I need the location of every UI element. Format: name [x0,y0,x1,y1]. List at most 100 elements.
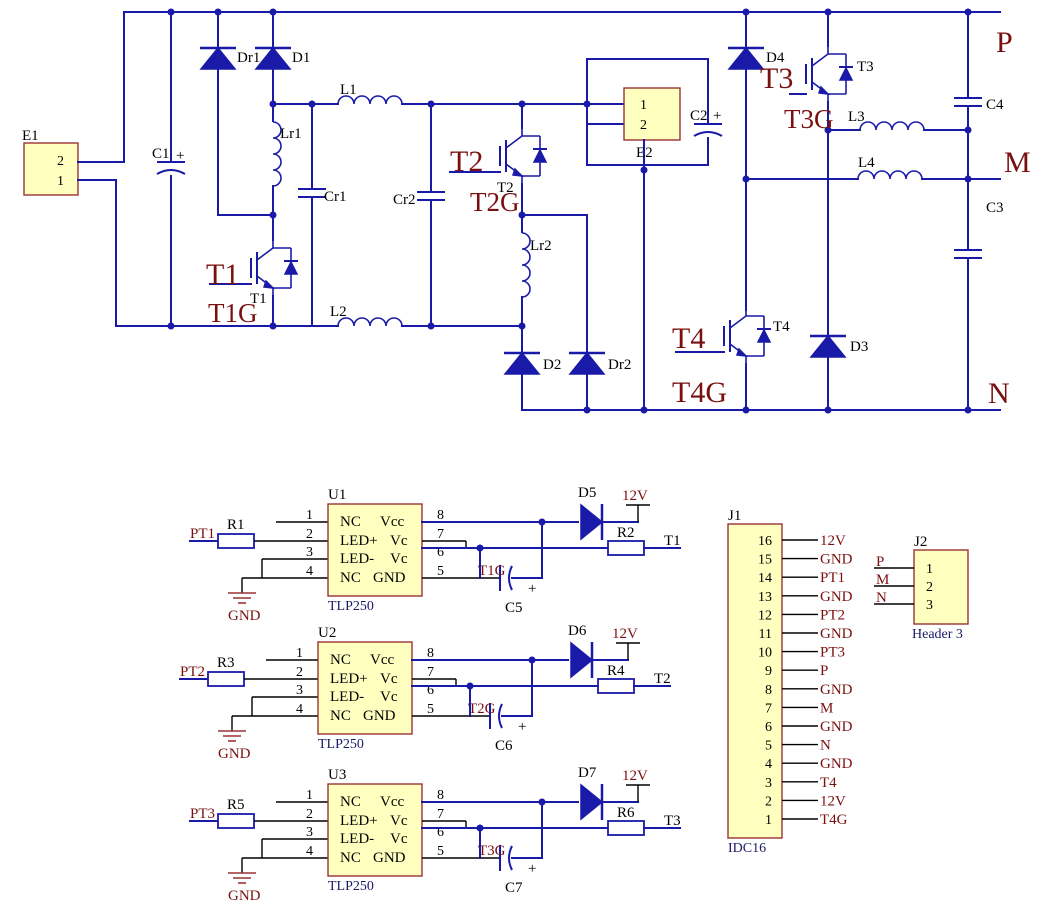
svg-text:LED+: LED+ [330,671,368,687]
c4-label: C4 [986,97,1004,113]
svg-text:7: 7 [427,665,434,680]
svg-text:2: 2 [640,118,647,133]
j1-pin-number: 2 [765,794,772,809]
j1-pin-row: 10 PT3 [758,645,845,661]
svg-text:GND: GND [373,850,406,866]
svg-text:3: 3 [306,545,313,560]
svg-text:4: 4 [296,702,303,717]
j1-pin-number: 14 [758,571,772,586]
svg-text:1: 1 [306,508,313,523]
j1-pin-net: 12V [820,793,846,809]
driver-u2: PT2 R3 GND 1 2 3 4 U2 NC Vcc LED+ Vc LED… [179,623,671,762]
svg-text:3: 3 [296,683,303,698]
t1-big-label: T1 [206,258,239,291]
j1-pin-number: 16 [758,534,772,549]
svg-text:2: 2 [306,527,313,542]
svg-text:NC: NC [330,652,351,668]
driver-rin-label: R3 [217,655,235,671]
c2-label: C2 [690,108,708,124]
driver-diode-label: D6 [568,623,587,639]
dr1-label: Dr1 [237,50,260,66]
j1-pin-number: 1 [765,813,772,828]
j1-pin-net: 12V [820,533,846,549]
optocoupler-chip [327,783,423,877]
t3-label: T3 [857,59,874,75]
j1-pin-net: P [820,663,828,679]
e1-label: E1 [22,128,39,144]
driver-out-label: T1 [664,533,681,549]
junction-dots [167,8,972,414]
svg-text:+: + [713,108,721,124]
driver-u3: PT3 R5 GND 1 2 3 4 U3 NC Vcc LED+ Vc LED… [189,765,681,904]
driver-gnd-label: GND [218,746,251,762]
driver-gate-label: T3G [478,843,506,859]
svg-text:NC: NC [340,794,361,810]
j1-pin-number: 7 [765,701,772,716]
j1-pin-net: PT2 [820,607,845,623]
driver-diode-label: D7 [578,765,597,781]
p-rail-label: P [996,26,1013,59]
svg-text:NC: NC [340,850,361,866]
svg-text:2: 2 [57,154,64,169]
j1-pin-number: 4 [765,757,772,772]
optocoupler-chip [327,503,423,597]
j1-pin-net: GND [820,552,853,568]
dr2-label: Dr2 [608,357,631,373]
driver-ref-label: U3 [328,767,346,783]
j1-pin-net: GND [820,682,853,698]
svg-text:Vcc: Vcc [370,652,394,668]
j1-pin-number: 10 [758,646,772,661]
j1-body [727,523,783,839]
j1-pin-net: GND [820,719,853,735]
t2g-label: T2G [470,187,520,217]
j2-pin-number: 2 [926,580,933,595]
svg-text:Vc: Vc [380,671,398,687]
svg-text:4: 4 [306,844,313,859]
m-rail-label: M [1004,146,1031,179]
svg-text:Vc: Vc [390,831,408,847]
driver-rin-label: R5 [227,797,245,813]
cr1-label: Cr1 [324,189,347,205]
l4-label: L4 [858,155,875,171]
svg-text:NC: NC [340,514,361,530]
svg-text:NC: NC [330,708,351,724]
j2-part-label: Header 3 [912,627,963,642]
t3-big-label: T3 [760,62,793,95]
svg-text:LED-: LED- [340,831,374,847]
svg-text:LED-: LED- [330,689,364,705]
svg-text:5: 5 [437,844,444,859]
driver-rin-label: R1 [227,517,245,533]
driver-part-label: TLP250 [328,599,374,614]
driver-cap-label: C7 [505,880,523,896]
e1-connector [23,142,79,196]
j1-pin-net: PT3 [820,645,845,661]
svg-text:+: + [528,861,536,877]
driver-diode-label: D5 [578,485,596,501]
driver-out-label: T2 [654,671,671,687]
driver-u1: PT1 R1 GND 1 2 3 4 U1 NC Vcc LED+ Vc LED… [189,485,681,624]
svg-text:5: 5 [427,702,434,717]
e2-label: E2 [636,145,653,161]
t3g-label: T3G [784,104,834,134]
j1-pin-number: 11 [759,627,772,642]
t1-label: T1 [250,291,267,307]
driver-gate-label: T2G [468,701,496,717]
j1-pin-net: M [820,700,833,716]
svg-text:2: 2 [296,665,303,680]
j1-pin-number: 8 [765,683,772,698]
j1-pin-number: 5 [765,739,772,754]
d1-label: D1 [292,50,310,66]
j1-pin-number: 9 [765,664,772,679]
svg-text:6: 6 [437,825,444,840]
optocoupler-chip [317,641,413,735]
svg-text:LED-: LED- [340,551,374,567]
svg-text:6: 6 [437,545,444,560]
